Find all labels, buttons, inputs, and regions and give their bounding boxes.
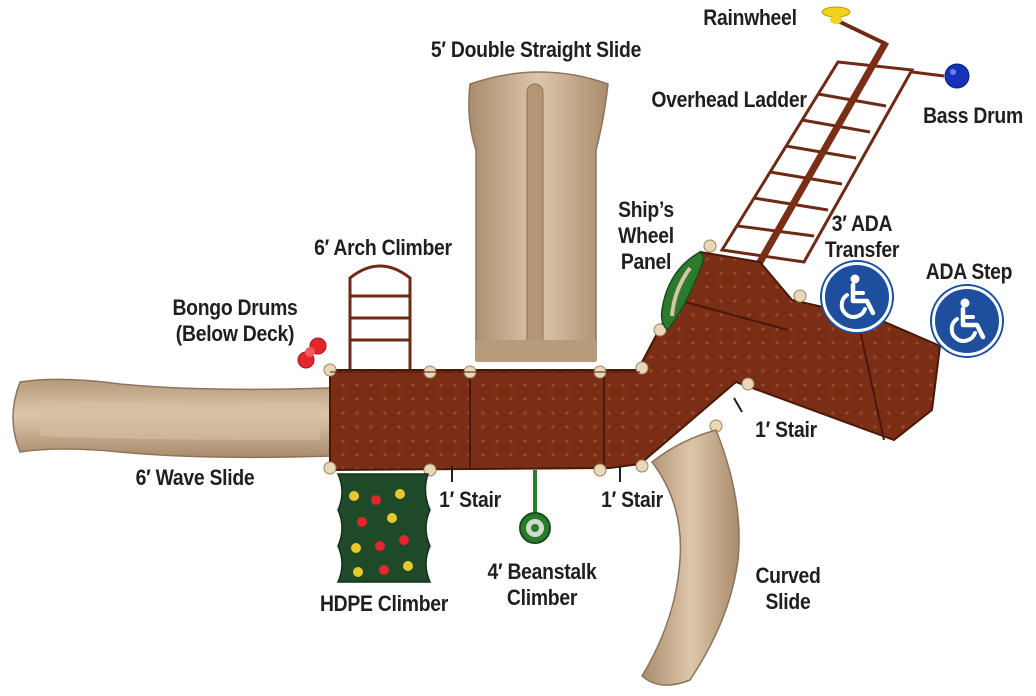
bongo-drums (297, 337, 327, 369)
label-overhead-ladder: Overhead Ladder (651, 87, 807, 112)
label-ships-wheel-1: Ship’s (618, 197, 674, 222)
label-ada-step: ADA Step (925, 259, 1013, 284)
label-stair-left: 1′ Stair (439, 487, 501, 512)
overhead-ladder (719, 40, 915, 278)
arch-climber (348, 264, 412, 370)
label-ada-transfer-1: 3′ ADA (831, 211, 893, 236)
wheelchair-icon (932, 286, 1002, 356)
rainwheel (821, 6, 887, 46)
label-stair-middle: 1′ Stair (601, 487, 663, 512)
stair-marks (451, 397, 743, 482)
label-beanstalk-1: 4′ Beanstalk (487, 559, 597, 584)
beanstalk-climber (519, 470, 551, 544)
bass-drum (911, 63, 970, 89)
label-double-straight-slide: 5′ Double Straight Slide (430, 37, 642, 62)
label-ships-wheel-3: Panel (620, 249, 672, 274)
hdpe-climber (336, 473, 432, 583)
label-wave-slide: 6′ Wave Slide (135, 465, 255, 490)
label-bongo-drums-1: Bongo Drums (172, 295, 298, 320)
label-curved-slide-2: Slide (765, 589, 811, 614)
label-hdpe-climber: HDPE Climber (319, 591, 449, 616)
wave-slide (12, 378, 335, 459)
label-rainwheel: Rainwheel (703, 5, 797, 30)
ships-wheel-panel (660, 251, 705, 332)
wheelchair-icon (822, 262, 892, 332)
label-bass-drum: Bass Drum (923, 103, 1023, 128)
label-ada-transfer-2: Transfer (824, 237, 900, 262)
label-beanstalk-2: Climber (506, 585, 578, 610)
curved-slide (641, 429, 740, 686)
label-curved-slide-1: Curved (755, 563, 821, 588)
double-straight-slide (468, 71, 609, 362)
label-bongo-drums-2: (Below Deck) (175, 321, 295, 346)
label-ships-wheel-2: Wheel (618, 223, 674, 248)
label-arch-climber: 6′ Arch Climber (314, 235, 452, 260)
label-stair-right: 1′ Stair (755, 417, 817, 442)
